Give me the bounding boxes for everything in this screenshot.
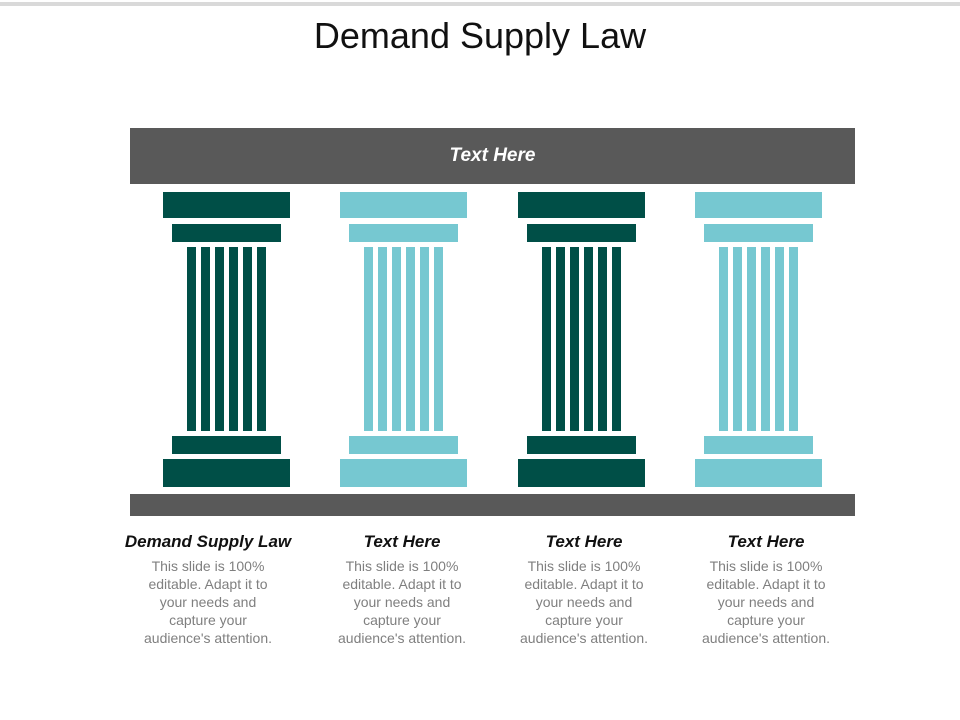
pillar-base-top (172, 436, 281, 454)
pillar-2 (340, 192, 468, 488)
pillar-flute (719, 247, 728, 431)
pillar-flute (570, 247, 579, 431)
roof-label: Text Here (449, 145, 536, 166)
pillar-base-top (527, 436, 636, 454)
pillar-capital-top (518, 192, 645, 218)
caption-heading: Text Here (727, 532, 805, 551)
pillar-flute (243, 247, 252, 431)
caption-2: Text Here This slide is 100% editable. A… (302, 531, 502, 647)
pillar-base-bottom (518, 459, 645, 487)
pillar-flute (215, 247, 224, 431)
pillar-flute (378, 247, 387, 431)
pillar-capital-bottom (349, 224, 458, 242)
pillar-flute (789, 247, 798, 431)
pillar-capital-top (163, 192, 290, 218)
pillar-flute (420, 247, 429, 431)
pillar-flute (747, 247, 756, 431)
pillar-flute (364, 247, 373, 431)
roof-bar: Text Here (130, 128, 855, 184)
top-divider (0, 2, 960, 6)
pillar-flute (775, 247, 784, 431)
base-bar (130, 494, 855, 516)
pillar-flute (584, 247, 593, 431)
pillar-flute (201, 247, 210, 431)
pillar-flute (229, 247, 238, 431)
caption-heading: Demand Supply Law (124, 532, 292, 551)
caption-3: Text Here This slide is 100% editable. A… (484, 531, 684, 647)
pillar-flute (556, 247, 565, 431)
pillar-flute (257, 247, 266, 431)
slide-title: Demand Supply Law (313, 15, 647, 56)
pillar-flute (392, 247, 401, 431)
pillar-4 (695, 192, 823, 488)
pillar-base-top (349, 436, 458, 454)
caption-body: This slide is 100% editable. Adapt it to… (338, 558, 466, 646)
caption-body: This slide is 100% editable. Adapt it to… (144, 558, 272, 646)
pillar-capital-top (695, 192, 822, 218)
caption-heading: Text Here (545, 532, 623, 551)
caption-1: Demand Supply Law This slide is 100% edi… (108, 531, 308, 647)
pillar-flute (761, 247, 770, 431)
pillar-base-bottom (340, 459, 467, 487)
pillar-capital-bottom (527, 224, 636, 242)
pillar-flute (406, 247, 415, 431)
pillar-capital-bottom (172, 224, 281, 242)
pillar-flute (542, 247, 551, 431)
caption-heading: Text Here (363, 532, 441, 551)
pillar-capital-bottom (704, 224, 813, 242)
pillar-3 (518, 192, 646, 488)
caption-body: This slide is 100% editable. Adapt it to… (520, 558, 648, 646)
pillar-flute (434, 247, 443, 431)
caption-body: This slide is 100% editable. Adapt it to… (702, 558, 830, 646)
pillar-base-bottom (163, 459, 290, 487)
pillar-flute (598, 247, 607, 431)
pillar-flute (187, 247, 196, 431)
caption-4: Text Here This slide is 100% editable. A… (666, 531, 866, 647)
pillar-capital-top (340, 192, 467, 218)
pillar-1 (163, 192, 291, 488)
pillar-flute (733, 247, 742, 431)
pillar-base-top (704, 436, 813, 454)
pillar-flute (612, 247, 621, 431)
pillar-base-bottom (695, 459, 822, 487)
